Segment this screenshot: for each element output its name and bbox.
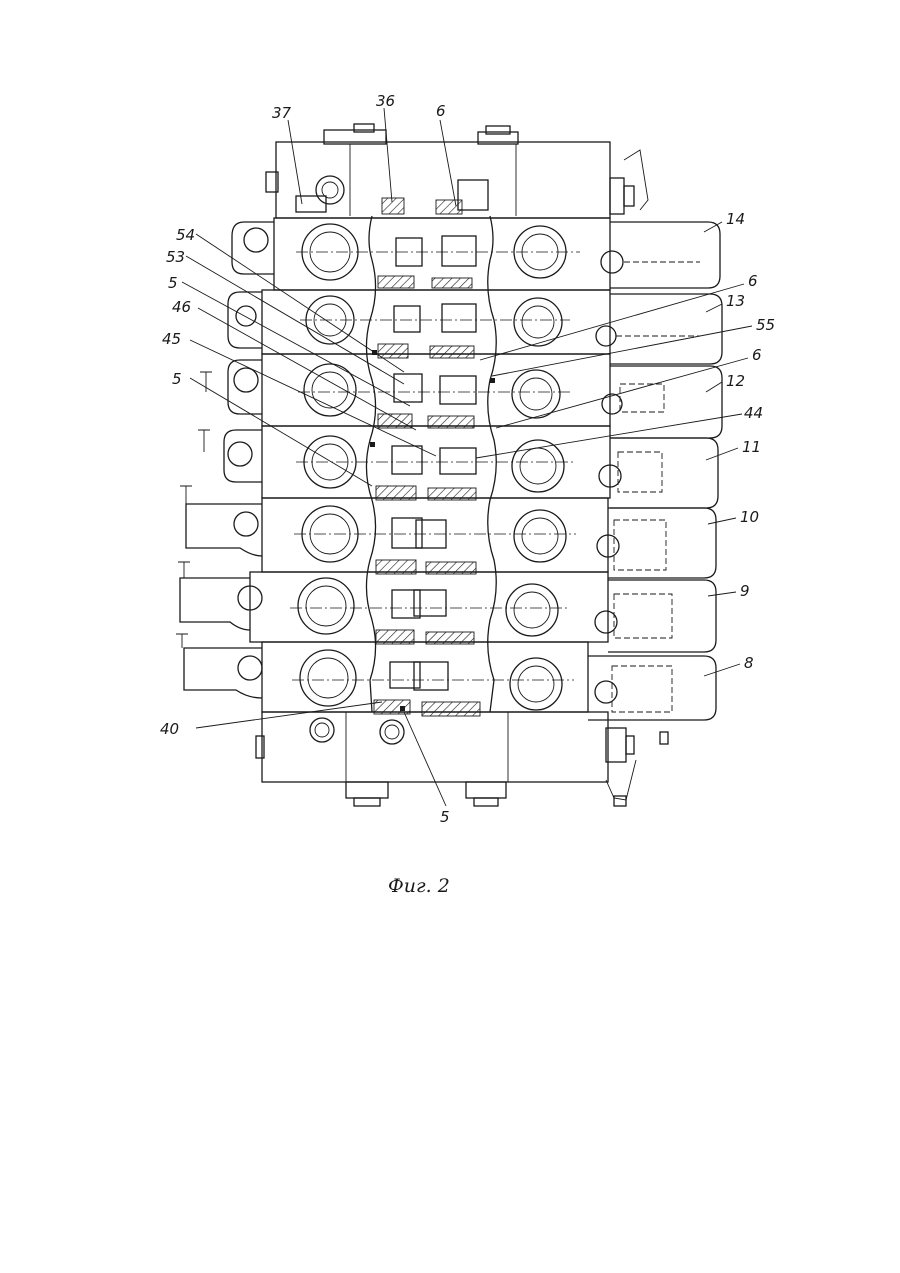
label-14: 14 xyxy=(726,210,745,228)
valve-sections xyxy=(176,216,722,720)
label-5-bottom: 5 xyxy=(440,808,450,826)
top-end-block xyxy=(266,124,648,218)
label-40: 40 xyxy=(160,720,179,738)
label-13: 13 xyxy=(726,292,745,310)
label-5-upper-left: 5 xyxy=(168,274,178,292)
label-37: 37 xyxy=(272,104,292,122)
label-9: 9 xyxy=(740,582,750,600)
label-10: 10 xyxy=(740,508,759,526)
bottom-end-block xyxy=(256,712,668,806)
label-36: 36 xyxy=(376,92,395,110)
label-6-top: 6 xyxy=(436,102,446,120)
label-5-middle-left: 5 xyxy=(172,370,182,388)
label-44: 44 xyxy=(744,404,763,422)
central-section-cut xyxy=(366,216,496,716)
label-46: 46 xyxy=(172,298,191,316)
label-45: 45 xyxy=(162,330,181,348)
label-53: 53 xyxy=(166,248,185,266)
label-55: 55 xyxy=(756,316,775,334)
label-54: 54 xyxy=(176,226,195,244)
figure-caption: Фиг. 2 xyxy=(388,875,450,897)
leader-lines xyxy=(182,108,752,806)
label-11: 11 xyxy=(742,438,761,456)
label-8: 8 xyxy=(744,654,754,672)
label-6-middle-right: 6 xyxy=(752,346,762,364)
label-6-upper-right: 6 xyxy=(748,272,758,290)
section-row-2 xyxy=(228,290,722,364)
label-12: 12 xyxy=(726,372,745,390)
